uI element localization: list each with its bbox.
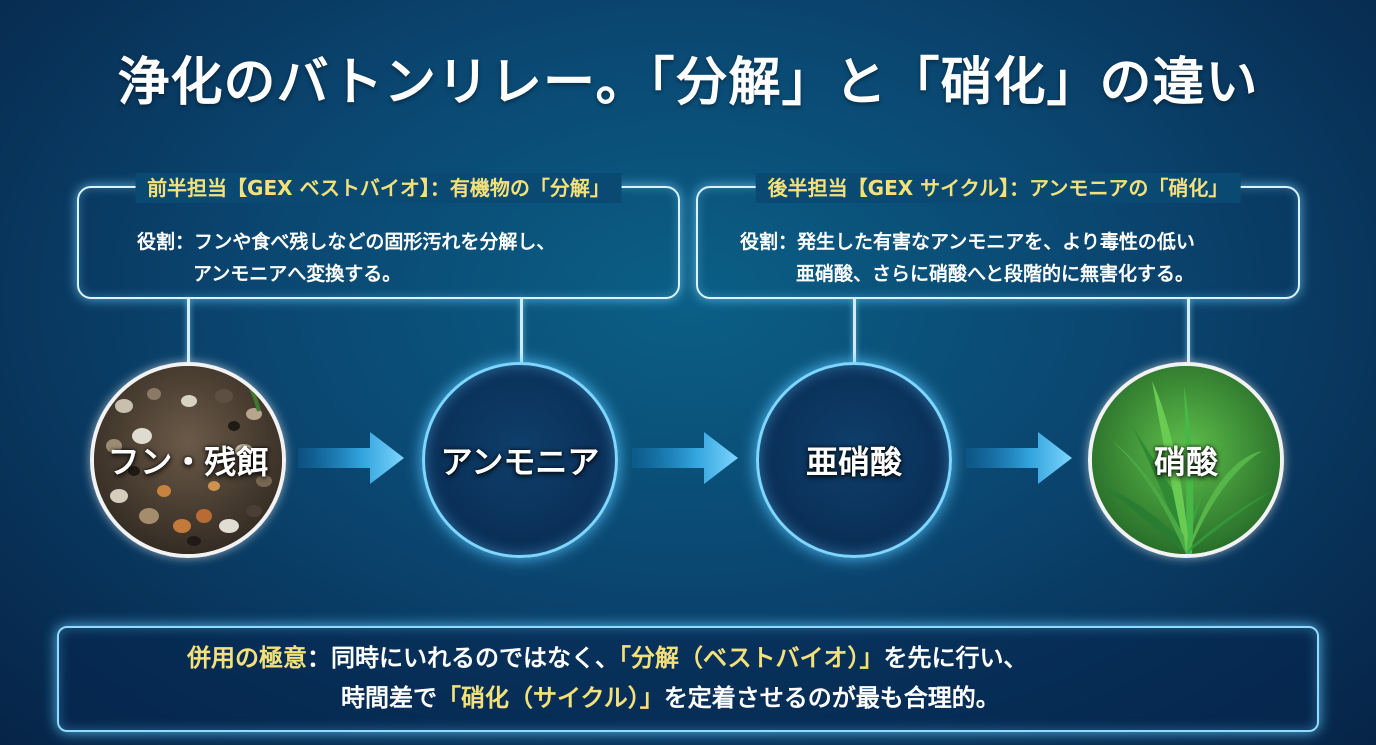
- connector-nitrite: [853, 299, 856, 363]
- stage-nitrate-label: 硝酸: [1153, 443, 1218, 481]
- connector-nitrate: [1187, 299, 1190, 363]
- summary-box: 併用の極意：同時にいれるのではなく、「分解（ベストバイオ）」を先に行い、 時間差…: [57, 626, 1319, 732]
- second-half-role-box: 後半担当【GEX サイクル】：アンモニアの「硝化」 役割：発生した有害なアンモニ…: [696, 173, 1300, 299]
- page-title: 浄化のバトンリレー。「分解」と「硝化」の違い: [117, 52, 1259, 113]
- connector-ammonia: [520, 299, 523, 363]
- summary-decomposition: 「分解（ベストバイオ）」: [619, 644, 884, 672]
- aquatic-plant-image: [1092, 366, 1280, 554]
- first-half-heading: 前半担当【GEX ベストバイオ】：有機物の「分解」: [135, 173, 622, 203]
- arrow-icon: [632, 432, 738, 484]
- stage-ammonia-node: アンモニア: [422, 362, 618, 558]
- summary-line-1-rest: を先に行い、: [883, 644, 1028, 672]
- summary-nitrification: 「硝化（サイクル）」: [437, 684, 664, 712]
- stage-ammonia-label: アンモニア: [440, 443, 600, 481]
- arrow-icon: [966, 432, 1072, 484]
- stage-nitrite-node: 亜硝酸: [756, 362, 952, 558]
- summary-line-1: 併用の極意：同時にいれるのではなく、「分解（ベストバイオ）」を先に行い、: [187, 640, 1027, 676]
- summary-line-2: 時間差で「硝化（サイクル）」を定着させるのが最も合理的。: [341, 680, 1000, 716]
- stage-waste-label: フン・残餌: [107, 443, 269, 481]
- stage-waste-node: フン・残餌: [90, 362, 286, 558]
- first-half-role-box: 前半担当【GEX ベストバイオ】：有機物の「分解」 役割：フンや食べ残しなどの固…: [77, 173, 680, 299]
- second-half-role-text: 役割：発生した有害なアンモニアを、より毒性の低い 亜硝酸、さらに硝酸へと段階的に…: [740, 226, 1340, 290]
- gravel-image: [94, 366, 282, 554]
- stage-nitrate-node: 硝酸: [1088, 362, 1284, 558]
- summary-line-2-rest: を定着させるのが最も合理的。: [663, 684, 1000, 712]
- connector-waste: [187, 299, 190, 363]
- second-half-role-line-1: 役割：発生した有害なアンモニアを、より毒性の低い: [740, 231, 1195, 253]
- first-half-role-line-2: アンモニアへ変換する。: [193, 263, 402, 285]
- summary-line-2-start: 時間差で: [341, 684, 437, 712]
- second-half-role-line-2: 亜硝酸、さらに硝酸へと段階的に無害化する。: [796, 263, 1195, 285]
- summary-highlight: 併用の極意: [187, 644, 307, 672]
- second-half-heading: 後半担当【GEX サイクル】：アンモニアの「硝化」: [755, 173, 1241, 203]
- first-half-role-text: 役割：フンや食べ残しなどの固形汚れを分解し、 アンモニアへ変換する。: [137, 226, 736, 290]
- summary-separator: ：同時にいれるのではなく、: [307, 644, 619, 672]
- stage-nitrite-label: 亜硝酸: [805, 443, 902, 481]
- arrow-icon: [298, 432, 404, 484]
- first-half-role-line-1: 役割：フンや食べ残しなどの固形汚れを分解し、: [137, 231, 556, 253]
